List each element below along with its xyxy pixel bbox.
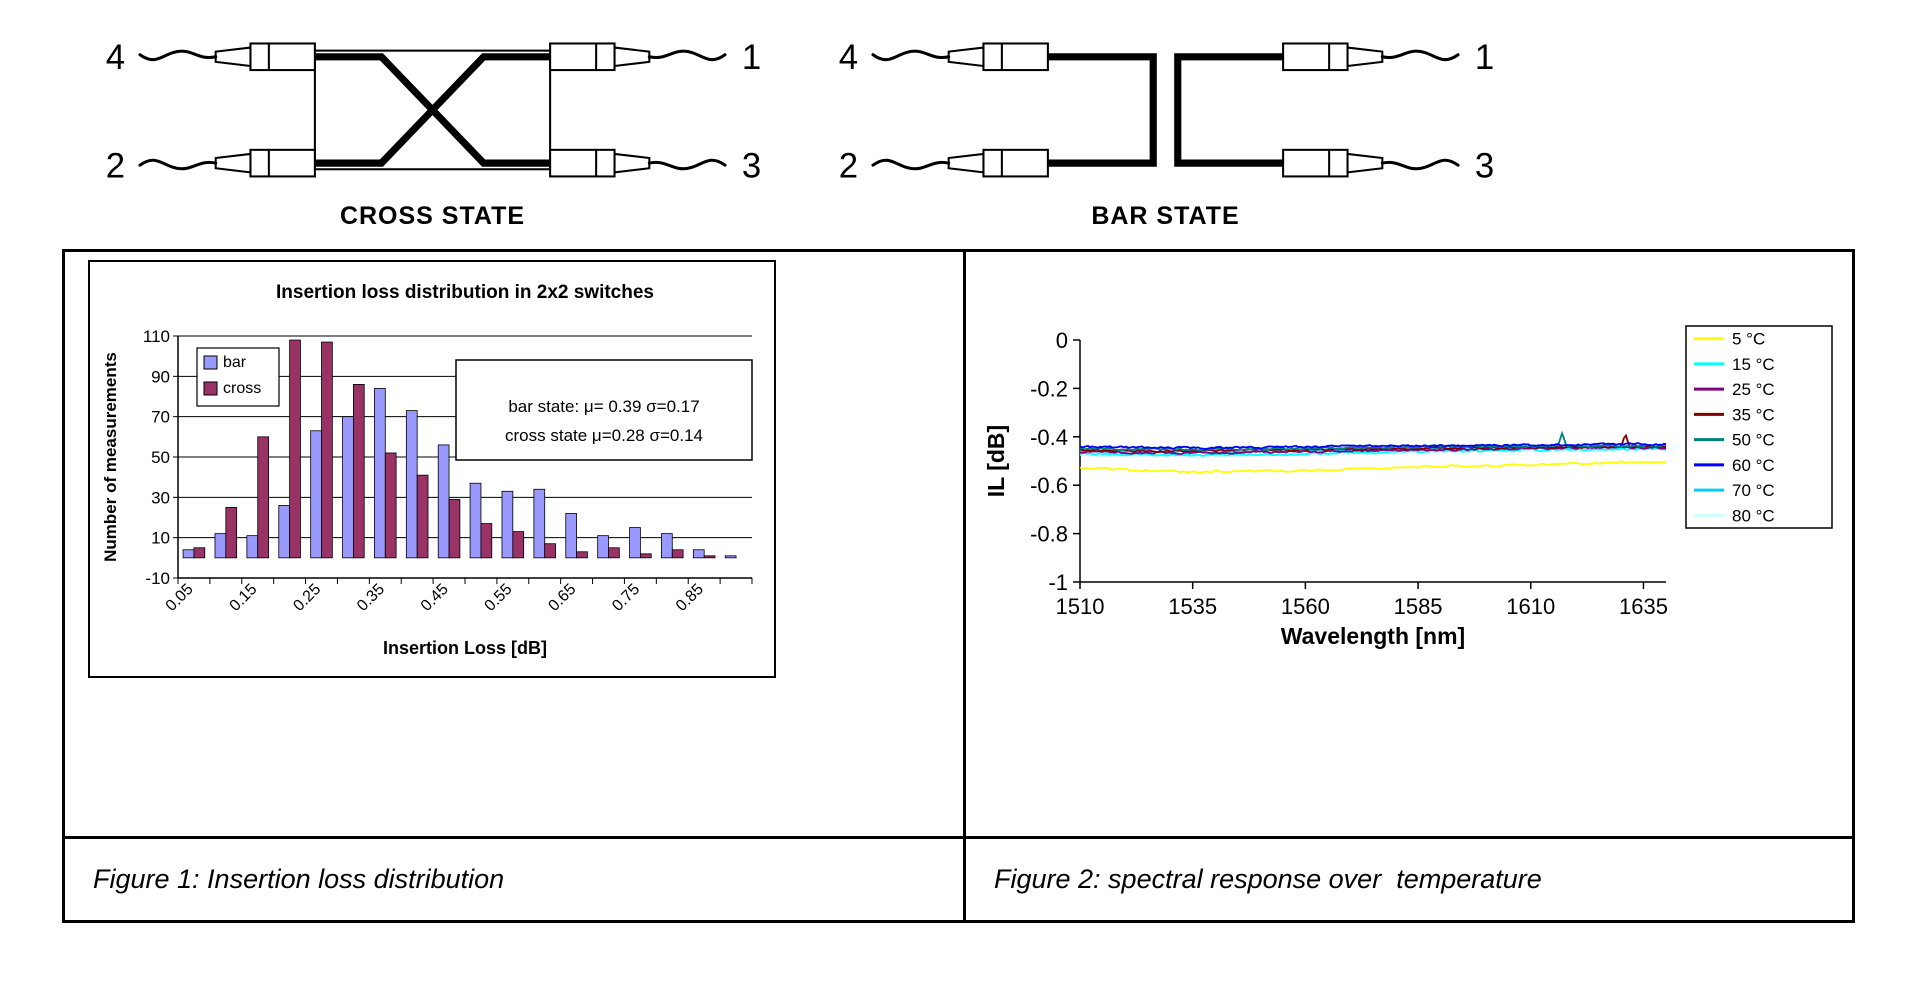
bar-state-diagram: 4 2 1 3: [828, 26, 1503, 198]
svg-text:-0.4: -0.4: [1030, 425, 1068, 450]
svg-text:0.65: 0.65: [545, 581, 579, 615]
svg-text:1535: 1535: [1168, 594, 1217, 619]
svg-text:bar: bar: [223, 354, 247, 371]
svg-text:cross: cross: [223, 380, 261, 397]
svg-text:10: 10: [151, 529, 170, 548]
svg-text:2: 2: [106, 147, 125, 185]
svg-text:0.75: 0.75: [609, 581, 643, 615]
svg-text:50: 50: [151, 448, 170, 467]
svg-text:25 °C: 25 °C: [1732, 380, 1775, 399]
svg-text:1: 1: [1475, 39, 1494, 77]
svg-text:-0.8: -0.8: [1030, 522, 1068, 547]
svg-text:Number of measurements: Number of measurements: [101, 352, 120, 562]
svg-text:0.15: 0.15: [227, 581, 261, 615]
svg-text:1585: 1585: [1394, 594, 1443, 619]
svg-text:0.35: 0.35: [354, 581, 388, 615]
svg-text:-1: -1: [1048, 570, 1068, 595]
bar-state-label: BAR STATE: [1091, 202, 1240, 230]
svg-text:1510: 1510: [1056, 594, 1105, 619]
svg-text:cross state μ=0.28 σ=0.14: cross state μ=0.28 σ=0.14: [505, 426, 703, 445]
svg-text:60 °C: 60 °C: [1732, 456, 1775, 475]
bar-state-schematic: 4 2 1 3 BAR STATE: [828, 26, 1503, 231]
svg-text:90: 90: [151, 367, 170, 386]
figure1-chart-area: Insertion loss distribution in 2x2 switc…: [65, 252, 966, 836]
svg-text:bar state: μ= 0.39 σ=0.17: bar state: μ= 0.39 σ=0.17: [508, 397, 699, 416]
cross-state-schematic: 4 2 1 3 CROSS STATE: [95, 26, 770, 231]
cross-state-svg: 4 2 1 3: [106, 39, 761, 185]
insertion-loss-histogram-svg: Insertion loss distribution in 2x2 switc…: [101, 282, 753, 658]
svg-text:30: 30: [151, 488, 170, 507]
svg-text:3: 3: [1475, 147, 1494, 185]
svg-text:0.25: 0.25: [290, 581, 324, 615]
svg-text:5 °C: 5 °C: [1732, 330, 1765, 349]
svg-text:2: 2: [839, 147, 858, 185]
svg-text:IL [dB]: IL [dB]: [983, 425, 1009, 497]
switch-schematics-row: 4 2 1 3 CROSS STATE 4 2 1 3 BAR STATE: [0, 0, 1916, 231]
svg-text:1: 1: [742, 39, 761, 77]
svg-text:-10: -10: [145, 569, 170, 588]
svg-text:70 °C: 70 °C: [1732, 481, 1775, 500]
svg-text:-0.6: -0.6: [1030, 473, 1068, 498]
figure2-caption: Figure 2: spectral response over tempera…: [966, 836, 1852, 920]
svg-text:1610: 1610: [1506, 594, 1555, 619]
svg-text:15 °C: 15 °C: [1732, 355, 1775, 374]
svg-text:4: 4: [106, 39, 125, 77]
bar-state-svg: 4 2 1 3: [839, 39, 1494, 185]
svg-text:3: 3: [742, 147, 761, 185]
svg-text:1560: 1560: [1281, 594, 1330, 619]
svg-text:0.45: 0.45: [418, 581, 452, 615]
cross-state-diagram: 4 2 1 3: [95, 26, 770, 198]
svg-text:Wavelength [nm]: Wavelength [nm]: [1281, 623, 1465, 649]
svg-text:70: 70: [151, 408, 170, 427]
svg-text:35 °C: 35 °C: [1732, 405, 1775, 424]
figure1-chart: Insertion loss distribution in 2x2 switc…: [88, 260, 776, 678]
cross-state-label: CROSS STATE: [339, 202, 526, 230]
svg-text:50 °C: 50 °C: [1732, 431, 1775, 450]
page: 4 2 1 3 CROSS STATE 4 2 1 3 BAR STATE Insertio…: [0, 0, 1916, 923]
svg-text:0: 0: [1056, 328, 1068, 353]
svg-text:4: 4: [839, 39, 858, 77]
svg-text:-0.2: -0.2: [1030, 376, 1068, 401]
figures-panel: Insertion loss distribution in 2x2 switc…: [62, 249, 1855, 923]
figure1-caption: Figure 1: Insertion loss distribution: [65, 836, 966, 920]
svg-text:1635: 1635: [1619, 594, 1668, 619]
svg-text:Insertion Loss [dB]: Insertion Loss [dB]: [383, 638, 547, 658]
svg-text:80 °C: 80 °C: [1732, 506, 1775, 525]
svg-text:0.85: 0.85: [673, 581, 707, 615]
svg-text:Insertion loss distribution in: Insertion loss distribution in 2x2 switc…: [276, 282, 654, 303]
svg-text:110: 110: [143, 327, 170, 346]
svg-text:0.55: 0.55: [482, 581, 516, 615]
